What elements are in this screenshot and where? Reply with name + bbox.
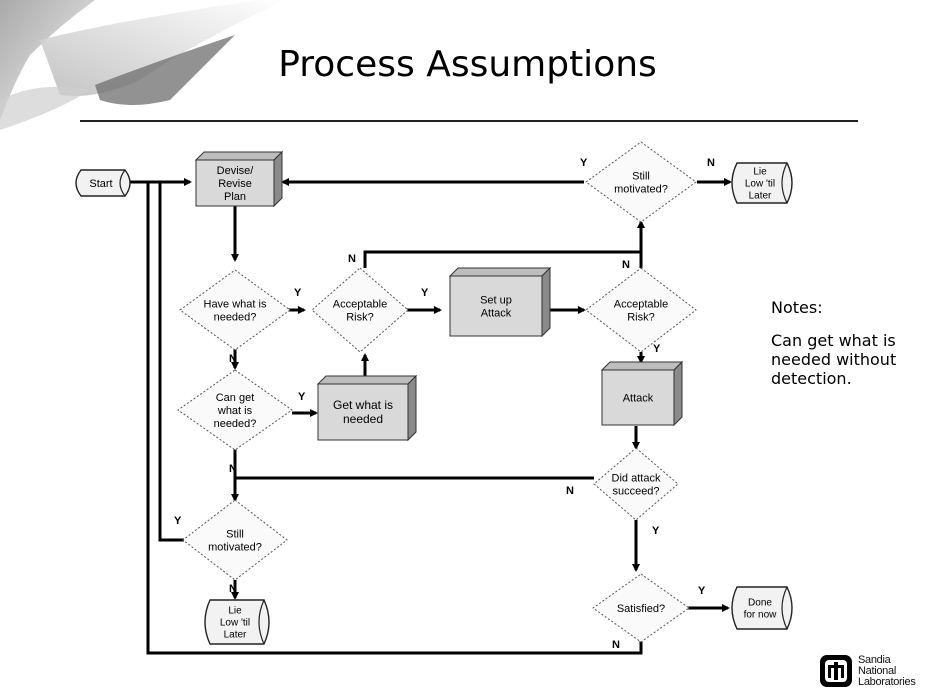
decision-have_needed-text-2: needed? <box>214 311 257 323</box>
decision-still_motivated_bottom-text-2: motivated? <box>208 541 262 553</box>
title-underline <box>80 120 858 122</box>
decision-still_motivated_top-text-2: motivated? <box>614 183 668 195</box>
edge-label-yes: Y <box>580 157 588 169</box>
edge-label-no: N <box>229 353 237 365</box>
decision-can_get-text-3: needed? <box>214 418 257 430</box>
process-attack-text-1: Attack <box>623 392 654 404</box>
sandia-thunderbird-icon <box>820 655 852 687</box>
decision-still_motivated_bottom-text-1: Still <box>226 528 244 540</box>
terminal-done_for_now-text-1: Done <box>748 598 772 609</box>
decision-acceptable_risk_2-text-2: Risk? <box>627 311 655 323</box>
decision-acceptable_risk_2-text-1: Acceptable <box>614 298 668 310</box>
terminal-lie_low_bottom-text-2: Low 'til <box>220 618 250 629</box>
edge-label-no: N <box>348 253 356 265</box>
still-motivated-yes-loop <box>158 182 184 542</box>
corner-decoration <box>0 0 285 130</box>
edge-label-yes: Y <box>653 343 661 355</box>
edge-label-no: N <box>707 157 715 169</box>
sandia-logo: Sandia National Laboratories <box>818 651 933 691</box>
edge-label-no: N <box>622 259 630 271</box>
process-attack: Attack <box>600 360 684 427</box>
decision-can_get-text-1: Can get <box>216 392 255 404</box>
decision-can_get-text-2: what is <box>217 405 253 417</box>
edge-label-no: N <box>566 485 574 497</box>
edge-label-yes: Y <box>421 287 429 299</box>
process-get_needed-text-2: needed <box>343 412 383 426</box>
slide-title: Process Assumptions <box>278 44 657 85</box>
risk1-no <box>363 250 641 268</box>
decision-acceptable_risk_1-text-1: Acceptable <box>333 298 387 310</box>
notes-panel: Notes: Can get what is needed without de… <box>771 298 921 388</box>
decision-still_motivated_top-text-1: Still <box>632 170 650 182</box>
terminal-done_for_now-text-2: for now <box>744 610 778 621</box>
process-devise_plan-text-3: Plan <box>224 191 246 203</box>
terminal-lie_low_bottom-text-1: Lie <box>228 606 242 617</box>
edge-label-yes: Y <box>652 525 660 537</box>
logo-line-3: Laboratories <box>858 676 916 688</box>
edge-labels: Y N Y N Y N N Y Y N N Y Y N Y N <box>174 157 715 651</box>
process-devise_plan-text-1: Devise/ <box>217 165 255 177</box>
edge-label-no: N <box>229 583 237 595</box>
terminal-lie_low_top-text-3: Later <box>749 191 772 202</box>
notes-body: Can get what is needed without detection… <box>771 331 897 388</box>
edge-label-yes: Y <box>174 515 182 527</box>
terminal-start: Start <box>75 169 131 197</box>
decision-have_needed-text-1: Have what is <box>204 298 267 310</box>
terminal-lie_low_top-text-2: Low 'til <box>745 179 775 190</box>
terminal-start-text-1: Start <box>89 178 112 190</box>
process-devise_plan-text-2: Revise <box>218 178 252 190</box>
logo-line-1: Sandia <box>858 654 891 666</box>
decision-satisfied: Satisfied? <box>592 573 690 643</box>
decision-acceptable_risk_1-text-2: Risk? <box>346 311 374 323</box>
edge-label-yes: Y <box>298 391 306 403</box>
edge-label-yes: Y <box>294 287 302 299</box>
edge-label-no: N <box>229 463 237 475</box>
edge-label-no: N <box>612 639 620 651</box>
process-set_up_attack-text-2: Attack <box>481 307 512 319</box>
process-set_up_attack-text-1: Set up <box>480 294 512 306</box>
decision-did_attack_succeed-text-1: Did attack <box>612 472 661 484</box>
logo-line-2: National <box>858 665 896 677</box>
process-get_needed-text-1: Get what is <box>333 398 393 412</box>
sandia-logo-text: Sandia National Laboratories <box>858 655 916 688</box>
edge-label-yes: Y <box>698 585 706 597</box>
decision-satisfied-text-1: Satisfied? <box>617 603 665 615</box>
decision-did_attack_succeed-text-2: succeed? <box>612 485 659 497</box>
notes-heading: Notes: <box>771 298 823 317</box>
terminal-lie_low_bottom-text-3: Later <box>224 630 247 641</box>
terminal-lie_low_top-text-1: Lie <box>753 167 767 178</box>
